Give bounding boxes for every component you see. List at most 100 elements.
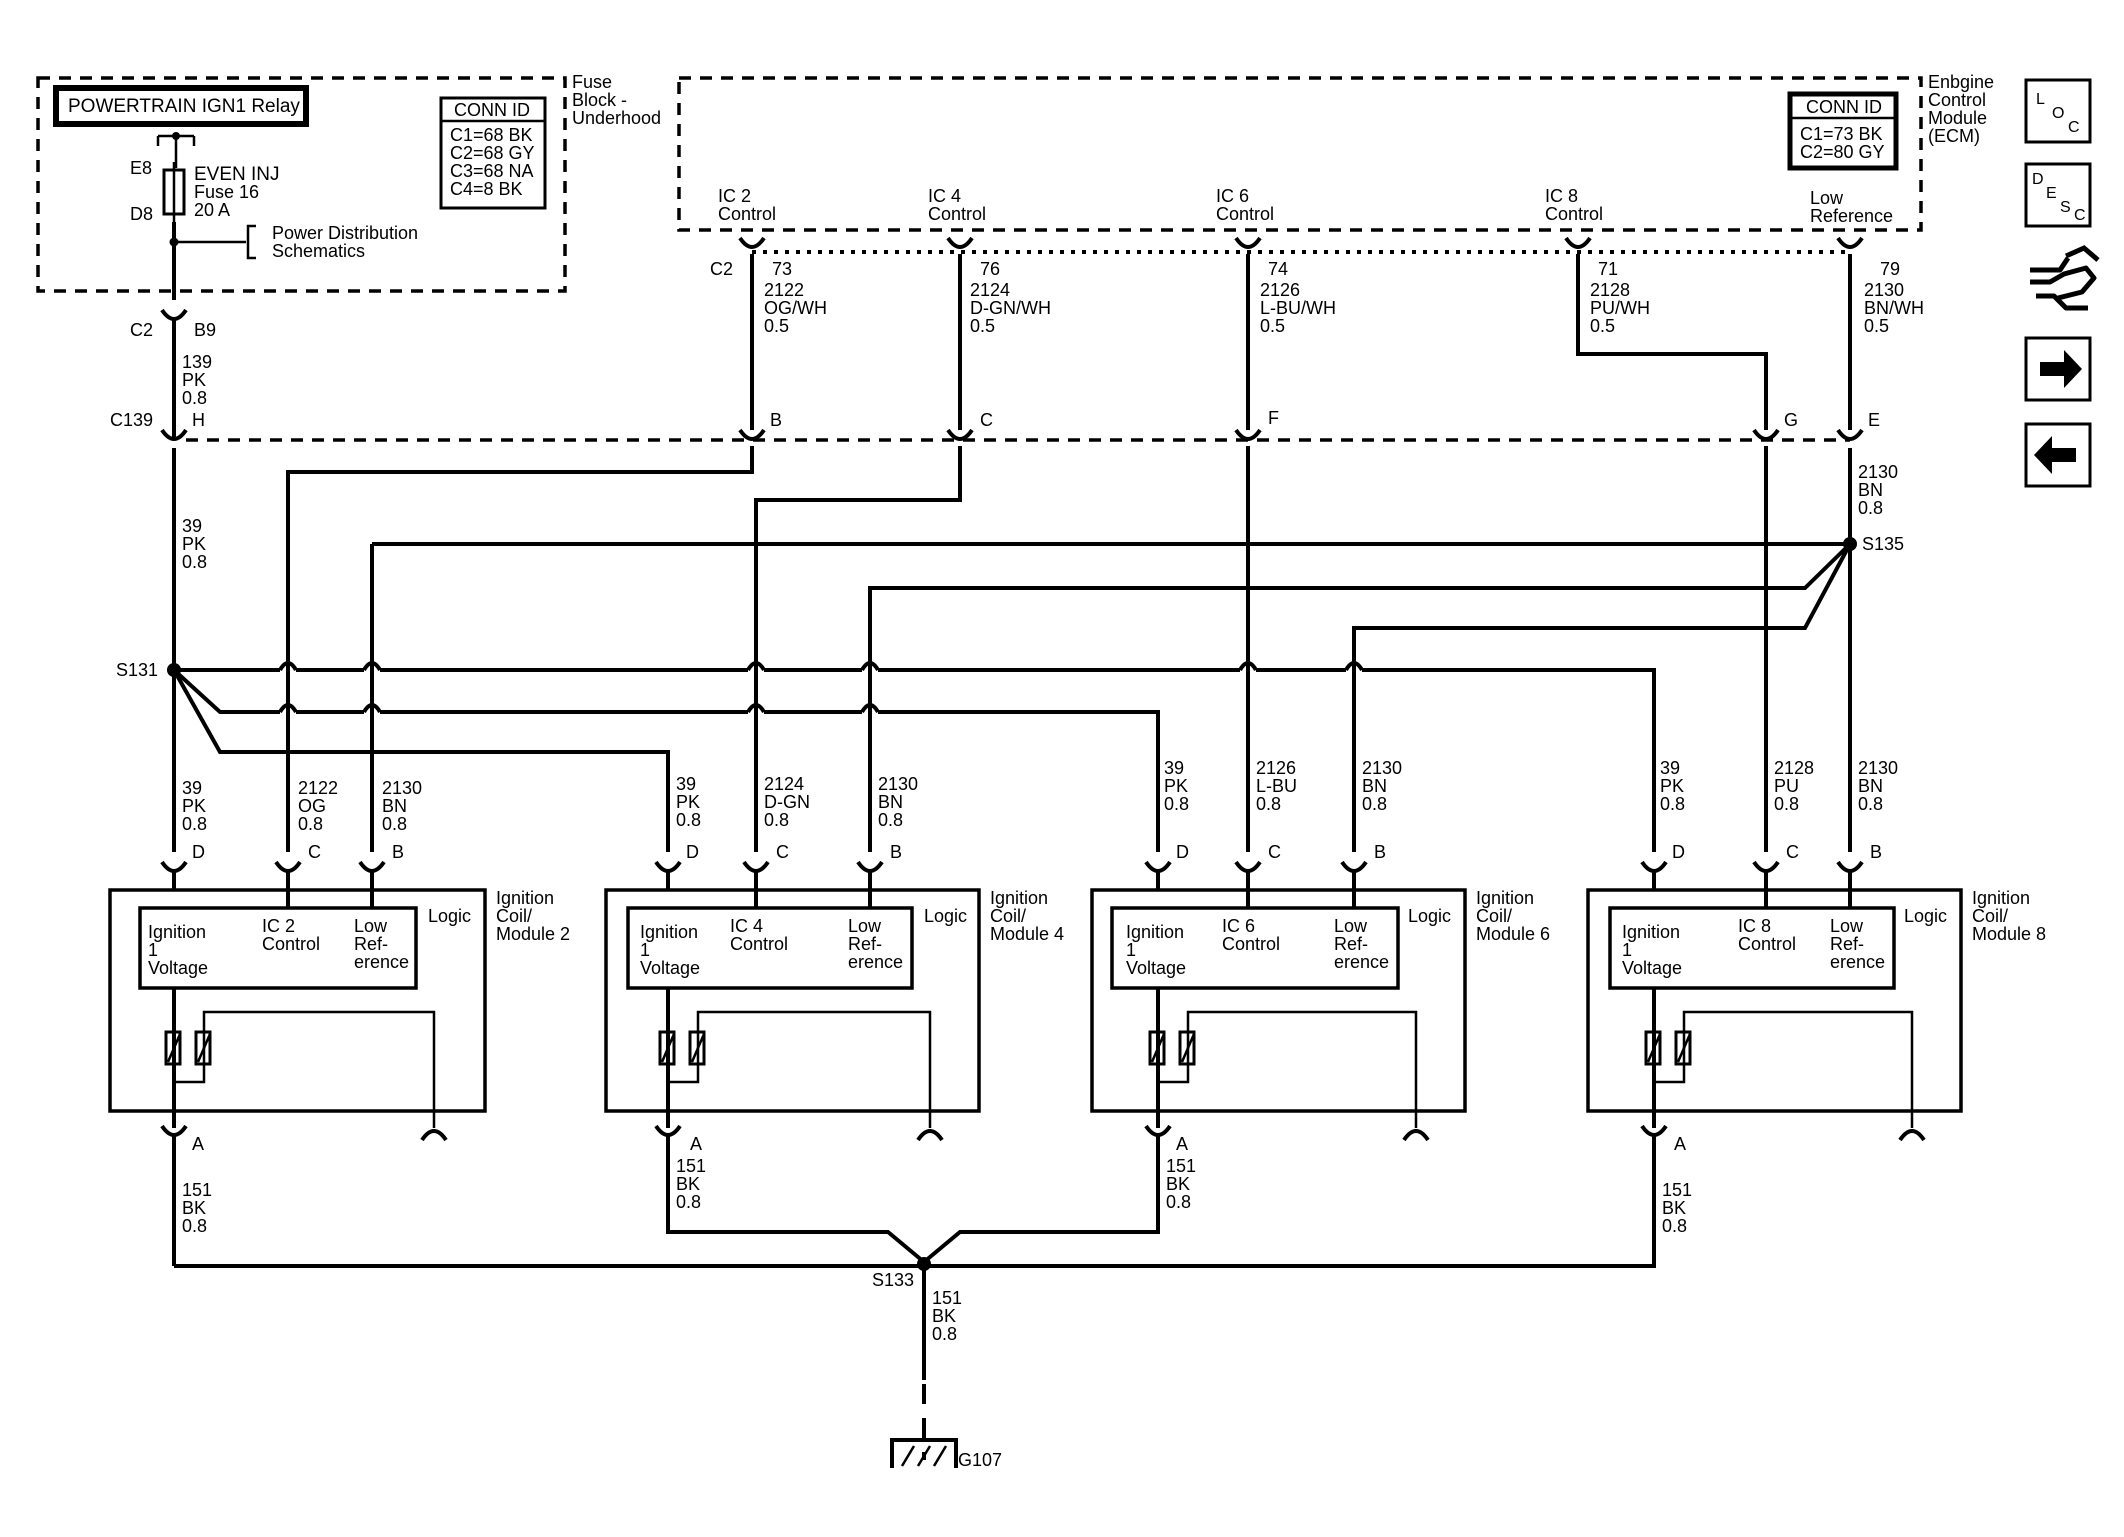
arrow-left-icon — [2034, 436, 2076, 474]
c139-label: C139 — [110, 410, 153, 430]
ecm-title-2: Control — [1928, 90, 1986, 110]
m2-low-1: Low — [354, 916, 388, 936]
c139-pin-b-label: B — [770, 410, 782, 430]
ecm-lowref-label-1: Low — [1810, 188, 1844, 208]
fuse-conn-id-box — [439, 96, 547, 210]
fuse-conn-id-2: C2=68 GY — [450, 143, 535, 163]
m8-name-1: Ignition — [1972, 888, 2030, 908]
m8-pin-b — [1836, 860, 1864, 873]
fuse-rating: 20 A — [194, 200, 230, 220]
m8-wire-b-circuit: 2130 — [1858, 758, 1898, 778]
m6-name-1: Ignition — [1476, 888, 1534, 908]
ecm-pin-79 — [1836, 236, 1864, 249]
pk139-gauge: 0.8 — [182, 388, 207, 408]
m4-wire-b-color: BN — [878, 792, 903, 812]
m4-name-1: Ignition — [990, 888, 1048, 908]
ignition-coil-module-2: 39 PK 0.8 2122 OG 0.8 2130 BN 0.8 D C B … — [108, 778, 570, 1266]
nav-next-button[interactable] — [2024, 336, 2092, 402]
nav-prev-button[interactable] — [2024, 422, 2092, 488]
m6-wire-d-color: PK — [1164, 776, 1188, 796]
m4-wire-d-color: PK — [676, 792, 700, 812]
bn2130-gauge: 0.8 — [1858, 498, 1883, 518]
ecm-pin-73-gauge: 0.5 — [764, 316, 789, 336]
m8-wire-b-color: BN — [1858, 776, 1883, 796]
g107-label: G107 — [958, 1450, 1002, 1470]
m6-wire-b-circuit: 2130 — [1362, 758, 1402, 778]
m6-pin-d — [1144, 860, 1172, 873]
m2-ic-1: IC 2 — [262, 916, 295, 936]
g107-wire-color: BK — [932, 1306, 956, 1326]
ecm-pin-74 — [1234, 236, 1262, 249]
m4-pin-d-label: D — [686, 842, 699, 862]
pk139-circuit: 139 — [182, 352, 212, 372]
ecm-pin-73-circuit: 2122 — [764, 280, 804, 300]
c2-b9-connector — [160, 308, 188, 321]
m4-wire-c-gauge: 0.8 — [764, 810, 789, 830]
m6-low-1: Low — [1334, 916, 1368, 936]
fuse-block-title-2: Block - — [572, 90, 627, 110]
m4-pin-c — [742, 860, 770, 873]
m8-ic-1: IC 8 — [1738, 916, 1771, 936]
m6-wire-b-color: BN — [1362, 776, 1387, 796]
ecm-pin-73 — [738, 236, 766, 249]
m8-pin-d — [1640, 860, 1668, 873]
m8-name-2: Coil/ — [1972, 906, 2008, 926]
m4-ground-color: BK — [676, 1174, 700, 1194]
ecm-ic8-label-2: Control — [1545, 204, 1603, 224]
m2-logic-label: Logic — [428, 906, 471, 926]
m4-name-3: Module 4 — [990, 924, 1064, 944]
s135-label: S135 — [1862, 534, 1904, 554]
m6-ign-3: Voltage — [1126, 958, 1186, 978]
desc-c: C — [2074, 207, 2086, 224]
relay-box — [53, 85, 309, 127]
m2-pin-b — [358, 860, 386, 873]
lowref-wire-module6 — [1352, 543, 1852, 852]
m8-low-2: Ref- — [1830, 934, 1864, 954]
pk39-wire-module6 — [172, 668, 1160, 852]
m2-ign-2: 1 — [148, 940, 158, 960]
m8-wire-c-color: PU — [1774, 776, 1799, 796]
m2-name-3: Module 2 — [496, 924, 570, 944]
wire-crossing-hops — [278, 660, 1364, 722]
nav-desc-button[interactable]: D E S C — [2024, 162, 2092, 228]
relay-label: POWERTRAIN IGN1 Relay — [68, 96, 300, 117]
ecm-title-3: Module — [1928, 108, 1987, 128]
c139-pin-f — [1234, 428, 1262, 441]
ecm-pin-79-circuit: 2130 — [1864, 280, 1904, 300]
ground-circuit: S133 151 BK 0.8 G107 — [174, 1257, 1002, 1470]
pk39-wire-module4 — [172, 669, 670, 852]
bn2130-circuit: 2130 — [1858, 462, 1898, 482]
fuse-conn-id-title: CONN ID — [454, 100, 530, 120]
upper-wiring: C2 B9 139 PK 0.8 C139 H B C F G E 39 PK … — [110, 254, 1904, 852]
m4-pin-c-label: C — [776, 842, 789, 862]
c139-pin-h — [160, 428, 188, 441]
m8-wire-d-color: PK — [1660, 776, 1684, 796]
m6-low-2: Ref- — [1334, 934, 1368, 954]
c139-pin-e-label: E — [1868, 410, 1880, 430]
ecm-pin-71-color: PU/WH — [1590, 298, 1650, 318]
ecm-lowref-label-2: Reference — [1810, 206, 1893, 226]
connector-hands-icon[interactable] — [2030, 245, 2100, 311]
m6-name-2: Coil/ — [1476, 906, 1512, 926]
m8-ign-1: Ignition — [1622, 922, 1680, 942]
c2-label: C2 — [130, 320, 153, 340]
ecm-conn-id-box — [1787, 91, 1899, 171]
m8-ign-3: Voltage — [1622, 958, 1682, 978]
s133-label: S133 — [872, 1270, 914, 1290]
nav-loc-button[interactable]: L O C — [2024, 78, 2092, 144]
ecm-pin-79-color: BN/WH — [1864, 298, 1924, 318]
ecm-ic4-label-1: IC 4 — [928, 186, 961, 206]
fuse-block-outline — [36, 76, 567, 293]
ecm-pin-71-gauge: 0.5 — [1590, 316, 1615, 336]
m6-wire-d-circuit: 39 — [1164, 758, 1184, 778]
m4-aux-connector — [916, 1129, 944, 1142]
m2-wire-b-gauge: 0.8 — [382, 814, 407, 834]
m8-name-3: Module 8 — [1972, 924, 2046, 944]
m2-ign-3: Voltage — [148, 958, 208, 978]
m2-wire-d-gauge: 0.8 — [182, 814, 207, 834]
desc-e: E — [2046, 185, 2057, 202]
pk39-circuit: 39 — [182, 516, 202, 536]
m2-ground-gauge: 0.8 — [182, 1216, 207, 1236]
m8-ground-wire — [924, 1134, 1656, 1268]
ignition-coil-module-8: 39 PK 0.8 2128 PU 0.8 2130 BN 0.8 D C B … — [924, 758, 2046, 1268]
